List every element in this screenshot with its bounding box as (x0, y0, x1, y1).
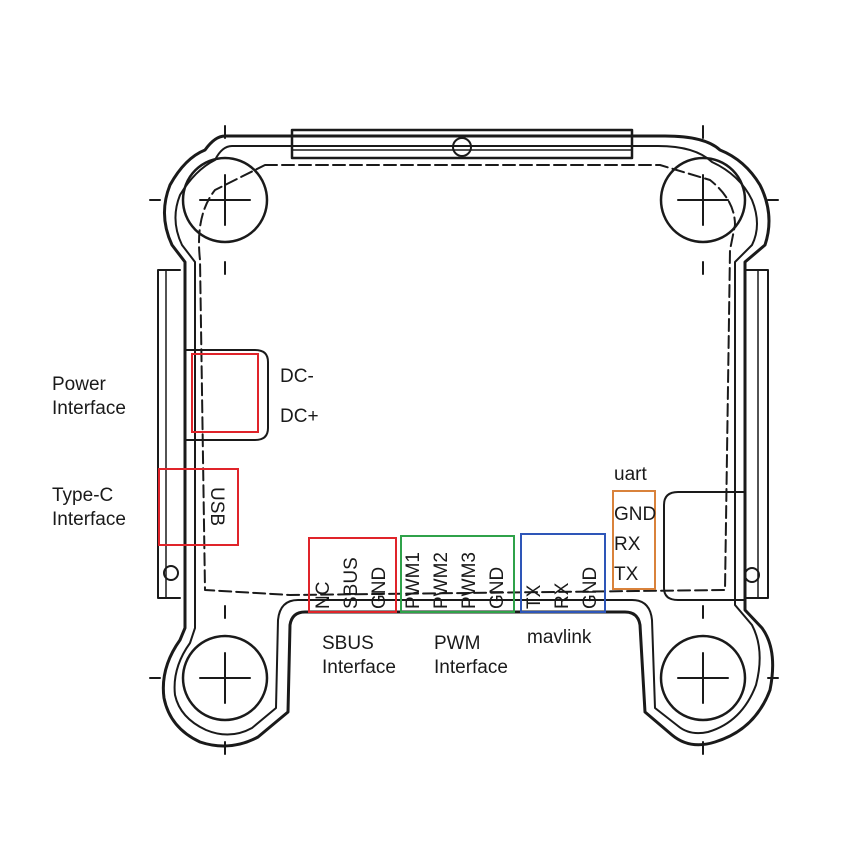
top-connector-hole (452, 137, 472, 157)
pwm-pin-1: PWM1 (403, 552, 424, 609)
uart-pin-1: GND (614, 504, 657, 525)
mavlink-pin-2: RX (552, 582, 573, 609)
uart-connector-outline (663, 491, 746, 601)
mounting-hole-bottom-left (181, 634, 269, 722)
right-rail-hole (744, 567, 760, 583)
centerline-ticks (149, 125, 779, 755)
dc-minus-label: DC- (280, 366, 314, 387)
typec-interface-label: Type-C Interface (52, 485, 126, 530)
pwm-pin-4: GND (487, 566, 508, 609)
pwm-pin-2: PWM2 (431, 552, 452, 609)
mounting-hole-top-left (181, 156, 269, 244)
board-dashed-outline (198, 164, 736, 596)
left-rail (157, 269, 181, 599)
sbus-interface-label: SBUS Interface (322, 633, 396, 678)
mavlink-pin-3: GND (580, 566, 601, 609)
sbus-interface-box (308, 537, 397, 613)
dc-plus-label: DC+ (280, 406, 319, 427)
power-interface-box (191, 353, 259, 433)
mounting-hole-bottom-right (659, 634, 747, 722)
pwm-interface-label: PWM Interface (434, 633, 508, 678)
mavlink-pin-1: TX (524, 584, 545, 609)
power-connector-outline (184, 349, 269, 441)
left-rail-hole (163, 565, 179, 581)
sbus-pin-1: NC (313, 581, 334, 609)
board-inner-edge (173, 145, 761, 736)
pwm-interface-box (400, 535, 515, 613)
usb-interface-box (158, 468, 239, 546)
sbus-pin-3: GND (369, 566, 390, 609)
sbus-pin-2: SBUS (341, 557, 362, 609)
board-outer-edge (161, 134, 775, 748)
uart-pin-3: TX (614, 564, 639, 585)
top-connector (290, 128, 634, 160)
uart-interface-box (612, 490, 656, 590)
power-interface-label: Power Interface (52, 374, 126, 419)
right-rail (744, 269, 769, 599)
mavlink-interface-box (520, 533, 606, 613)
uart-label: uart (614, 464, 647, 485)
mavlink-label: mavlink (527, 627, 592, 648)
usb-label: USB (206, 487, 227, 527)
pwm-pin-3: PWM3 (459, 552, 480, 609)
mounting-hole-top-right (659, 156, 747, 244)
uart-pin-2: RX (614, 534, 641, 555)
